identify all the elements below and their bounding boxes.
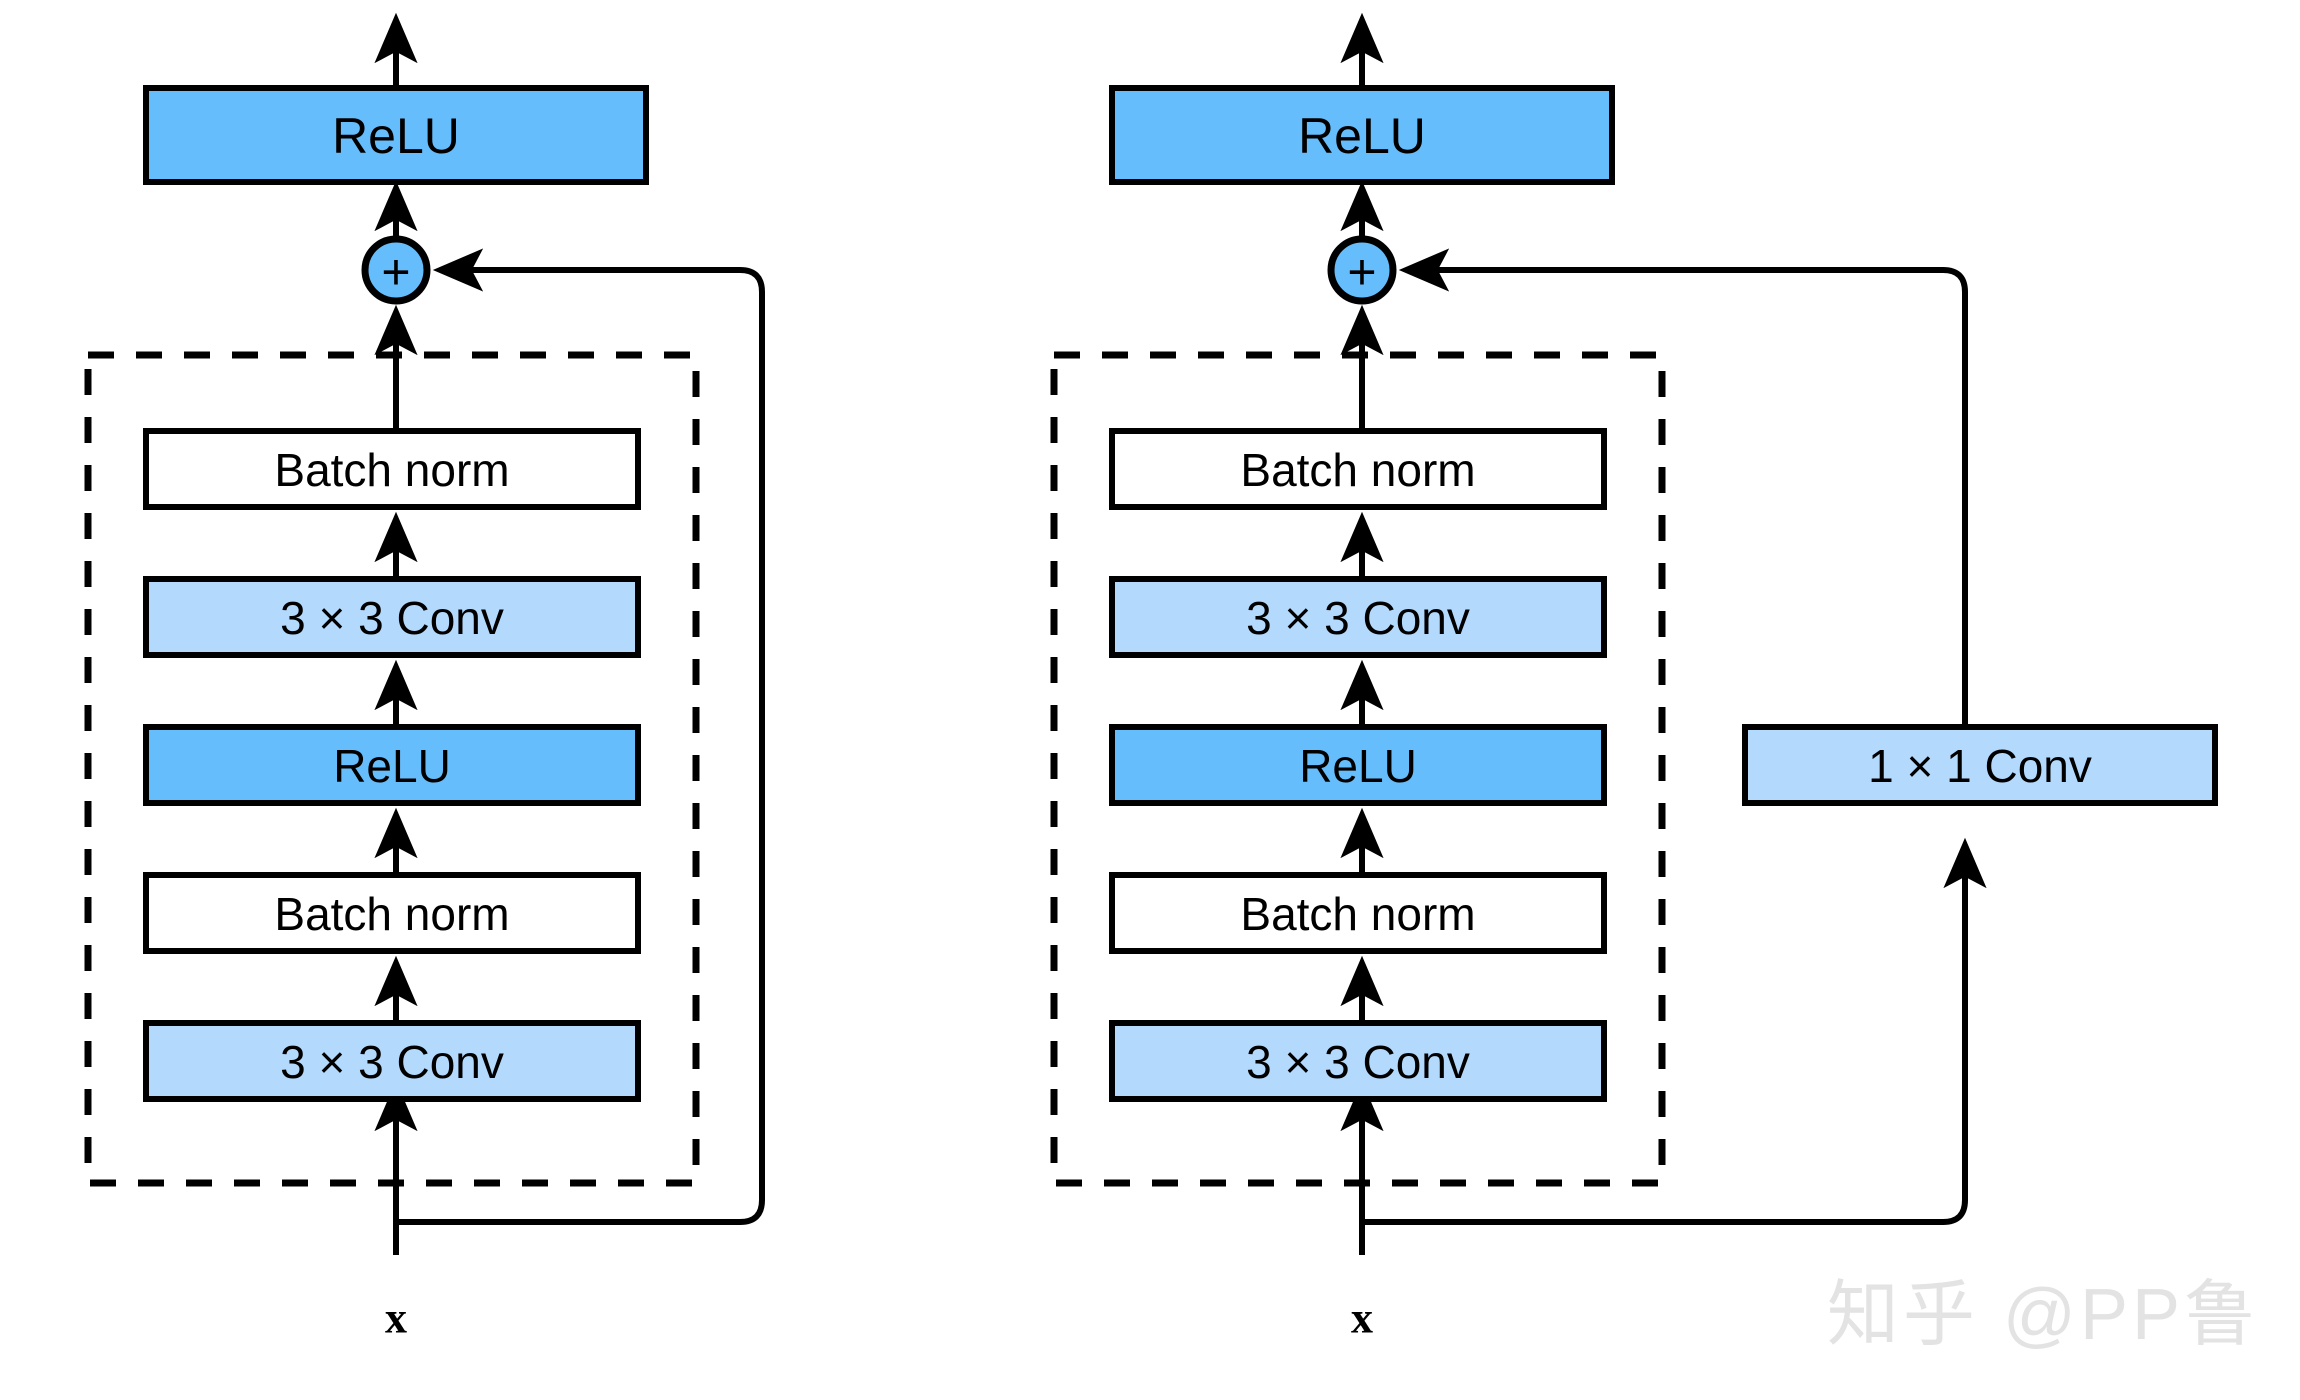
right-add-symbol: + bbox=[1347, 244, 1376, 300]
left-batchnorm2-box[interactable] bbox=[143, 428, 641, 510]
left-conv2-label: 3 × 3 Conv bbox=[280, 592, 504, 644]
right-shortcut-upper-leg bbox=[1398, 248, 1968, 727]
right-shortcut-conv-label: 1 × 1 Conv bbox=[1868, 740, 2092, 792]
left-batchnorm1-box[interactable] bbox=[143, 872, 641, 954]
left-conv2-box[interactable] bbox=[143, 576, 641, 658]
watermark-text: 知乎 @PP鲁 bbox=[1826, 1275, 2260, 1355]
left-add-symbol: + bbox=[381, 244, 410, 300]
left-identity-shortcut bbox=[396, 248, 765, 1225]
right-batchnorm1-box[interactable] bbox=[1109, 872, 1607, 954]
left-batchnorm2-label: Batch norm bbox=[274, 444, 509, 496]
right-conv2-label: 3 × 3 Conv bbox=[1246, 592, 1470, 644]
left-residual-block: 3 × 3 Conv Batch norm ReLU 3 × 3 Conv Ba… bbox=[84, 12, 765, 1343]
right-shortcut-lower-leg bbox=[1362, 837, 1987, 1225]
left-inner-relu-box[interactable] bbox=[143, 724, 641, 806]
left-output-relu-label: ReLU bbox=[332, 108, 460, 164]
right-batchnorm1-label: Batch norm bbox=[1240, 888, 1475, 940]
right-output-relu-box[interactable] bbox=[1109, 85, 1615, 185]
left-batchnorm1-label: Batch norm bbox=[274, 888, 509, 940]
right-batchnorm2-label: Batch norm bbox=[1240, 444, 1475, 496]
right-shortcut-conv-box[interactable] bbox=[1742, 724, 2218, 806]
right-batchnorm2-box[interactable] bbox=[1109, 428, 1607, 510]
right-inner-relu-box[interactable] bbox=[1109, 724, 1607, 806]
left-conv1-box[interactable] bbox=[143, 1020, 641, 1102]
left-inner-relu-label: ReLU bbox=[333, 740, 451, 792]
right-output-relu-label: ReLU bbox=[1298, 108, 1426, 164]
left-input-label: x bbox=[385, 1294, 407, 1343]
right-inner-relu-label: ReLU bbox=[1299, 740, 1417, 792]
right-conv1-box[interactable] bbox=[1109, 1020, 1607, 1102]
right-conv1-label: 3 × 3 Conv bbox=[1246, 1036, 1470, 1088]
right-input-label: x bbox=[1351, 1294, 1373, 1343]
right-conv2-box[interactable] bbox=[1109, 576, 1607, 658]
left-conv1-label: 3 × 3 Conv bbox=[280, 1036, 504, 1088]
right-residual-block: 1 × 1 Conv 3 × 3 Conv Batch norm ReLU 3 … bbox=[1050, 12, 2218, 1343]
